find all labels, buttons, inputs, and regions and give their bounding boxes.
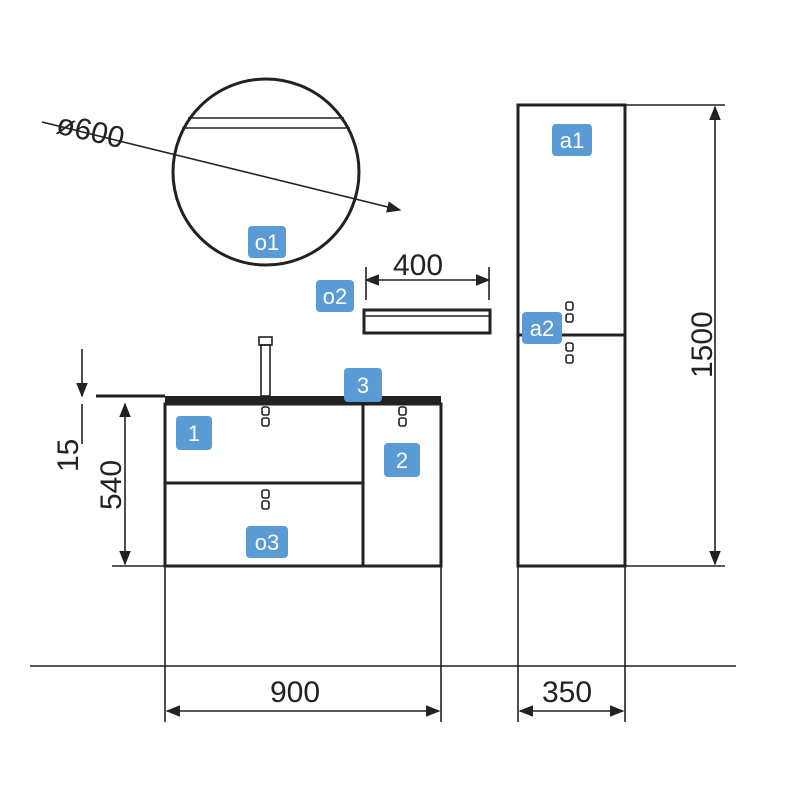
door-handle (398, 406, 407, 427)
column-height-label: 1500 (686, 311, 719, 378)
shelf-body (362, 308, 492, 335)
tag-a1: a1 (552, 124, 592, 156)
drawer-handle-bottom (261, 489, 270, 510)
svg-text:o2: o2 (323, 284, 347, 309)
tag-a2: a2 (522, 312, 562, 344)
tag-1: 1 (176, 416, 212, 450)
shelf (362, 267, 492, 335)
mirror-diameter-label: ø600 (53, 108, 127, 156)
tag-3: 3 (344, 368, 382, 402)
tag-2: 2 (384, 443, 420, 477)
svg-text:2: 2 (396, 448, 408, 473)
tag-o3: o3 (246, 526, 288, 558)
mirror-diameter-leader (41, 121, 402, 213)
svg-text:3: 3 (357, 373, 369, 398)
column-depth-label: 350 (542, 676, 592, 709)
svg-text:a1: a1 (560, 128, 584, 153)
tag-o2: o2 (316, 280, 354, 312)
faucet-cap (258, 336, 273, 346)
top-thickness-label: 15 (52, 439, 85, 472)
svg-text:a2: a2 (530, 316, 554, 341)
column-handle-upper (565, 301, 574, 323)
shelf-width-label: 400 (393, 249, 443, 282)
vanity-top (165, 396, 441, 404)
round-mirror (171, 77, 361, 267)
column-handle-lower (565, 342, 574, 364)
svg-text:o3: o3 (255, 530, 279, 555)
vanity-unit (96, 336, 443, 568)
drawer-handle-top (261, 406, 270, 427)
faucet-body (260, 344, 271, 397)
tag-o1: o1 (248, 226, 286, 258)
vanity-body (163, 402, 443, 568)
vanity-height-label: 540 (95, 460, 128, 510)
mirror-outline (171, 77, 361, 267)
svg-text:o1: o1 (255, 230, 279, 255)
svg-text:1: 1 (188, 421, 200, 446)
vanity-width-label: 900 (270, 676, 320, 709)
